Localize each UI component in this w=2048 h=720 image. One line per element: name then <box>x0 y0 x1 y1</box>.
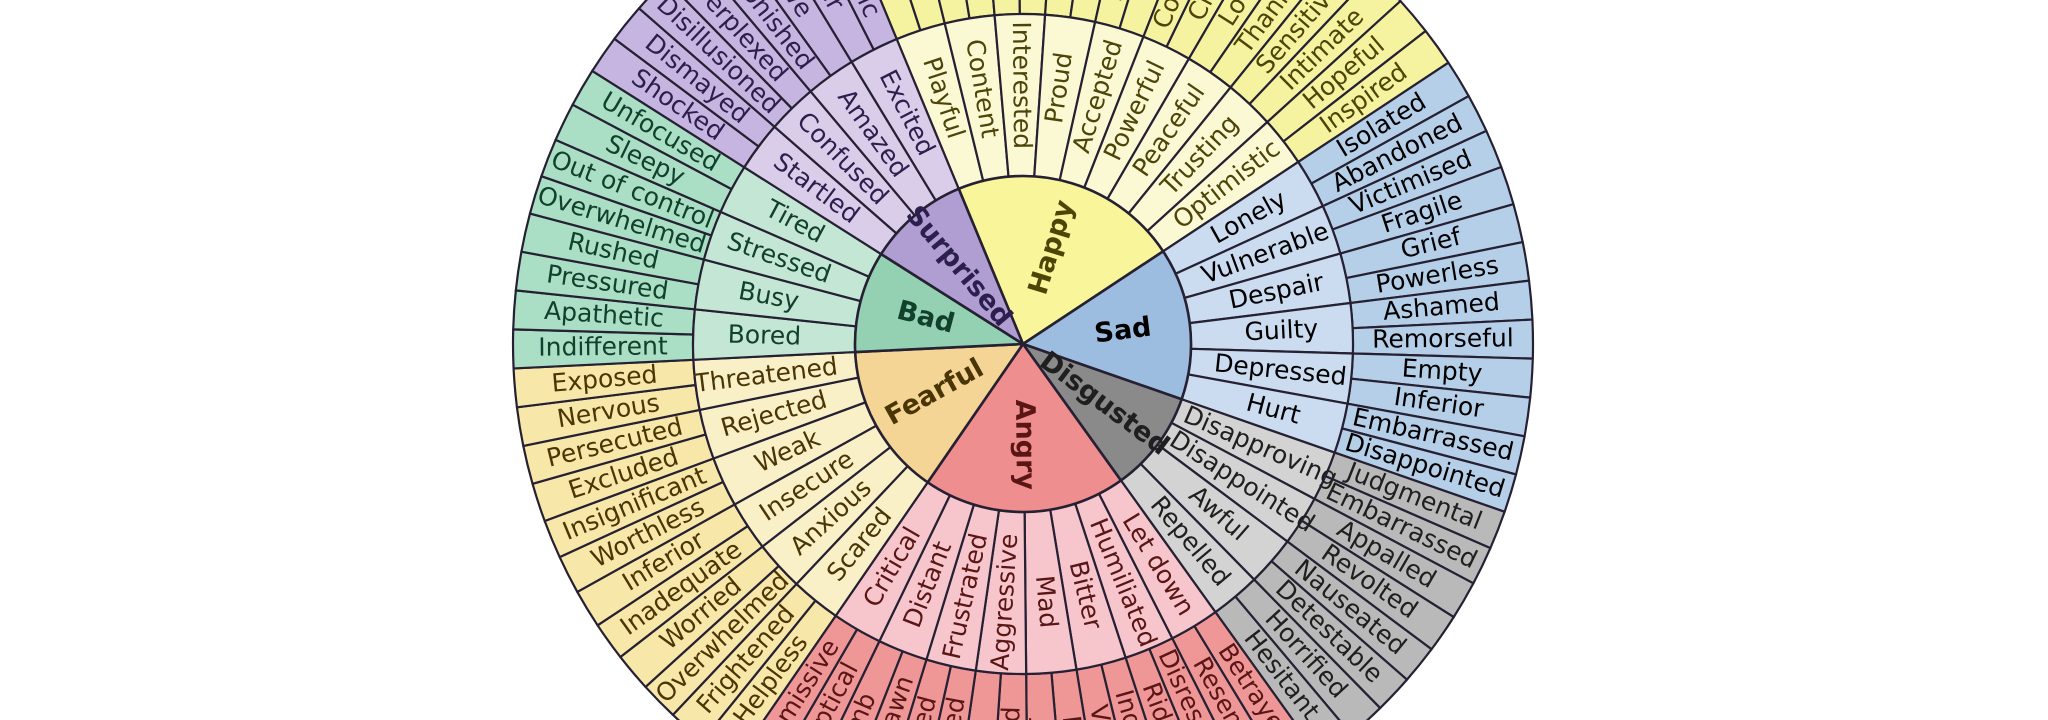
mid-label-mad: Mad <box>1030 574 1063 629</box>
outer-label-remorseful: Remorseful <box>1372 323 1514 353</box>
core-sector-sad[interactable] <box>1021 250 1193 401</box>
core-sector-bad[interactable] <box>853 252 1025 354</box>
outer-label-provoked: Provoked <box>993 706 1025 720</box>
core-sector-happy[interactable] <box>957 174 1165 346</box>
core-label-angry: Angry <box>1009 399 1041 490</box>
outer-label-empty: Empty <box>1401 353 1484 387</box>
mid-label-guilty: Guilty <box>1244 314 1319 347</box>
core-sector-surprised[interactable] <box>879 187 1025 346</box>
outer-label-jealous: Jealous <box>1028 716 1061 720</box>
core-sector-disgusted[interactable] <box>1021 342 1183 482</box>
mid-label-bored: Bored <box>727 320 801 351</box>
core-label-sad: Sad <box>1093 312 1153 350</box>
core-sector-fearful[interactable] <box>853 342 1025 484</box>
outer-label-indifferent: Indifferent <box>538 331 668 361</box>
core-ring-group[interactable]: HappySadDisgustedAngryFearfulBadSurprise… <box>853 174 1193 514</box>
outer-ring-group[interactable]: ArousedCheekyFreeJoyfulCuriousInquisitiv… <box>511 0 1535 720</box>
outer-label-hostile: Hostile <box>958 717 996 720</box>
core-sector-angry[interactable] <box>926 342 1123 514</box>
mid-label-interested: Interested <box>1007 21 1037 149</box>
outer-label-furious: Furious <box>1057 714 1097 720</box>
